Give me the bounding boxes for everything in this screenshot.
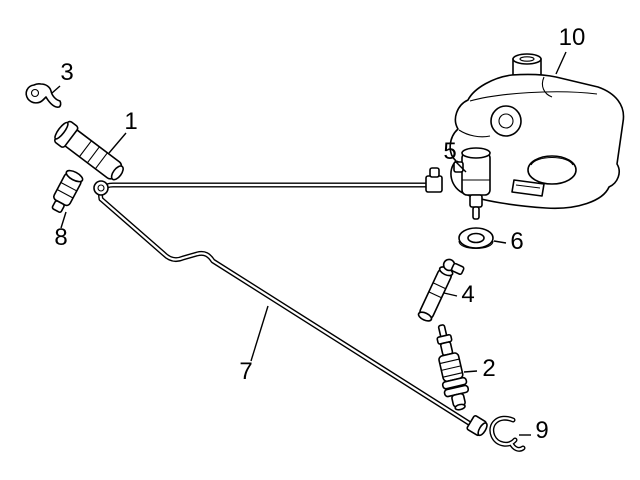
leader-2	[463, 370, 478, 373]
hose-icon	[98, 182, 475, 428]
washer-jet-icon	[54, 120, 124, 196]
callout-label-3: 3	[60, 59, 73, 86]
callout-label-1: 1	[124, 108, 137, 135]
grommet-icon	[458, 227, 494, 250]
hose-connector-top-icon	[425, 167, 443, 193]
callout-leaders	[51, 51, 567, 436]
callout-label-10: 10	[559, 24, 586, 51]
hose-connector-bottom-icon	[466, 415, 488, 437]
callout-label-8: 8	[54, 224, 67, 251]
leader-4	[443, 292, 458, 297]
callout-label-2: 2	[482, 355, 495, 382]
washer-pump-icon	[453, 147, 491, 220]
sleeve-grommet-icon	[51, 169, 84, 213]
leader-7	[250, 305, 269, 362]
hose-connector-icon	[417, 258, 465, 322]
callout-label-5: 5	[443, 138, 456, 165]
leader-10	[555, 51, 567, 75]
leader-5	[455, 161, 467, 173]
callout-label-7: 7	[239, 358, 252, 385]
washer-reservoir-icon	[449, 53, 625, 210]
leader-1	[108, 132, 127, 154]
retainer-clip-icon	[489, 415, 526, 452]
callout-label-6: 6	[510, 228, 523, 255]
callout-label-4: 4	[461, 281, 474, 308]
leader-6	[493, 240, 507, 244]
clip-icon	[25, 83, 62, 108]
leader-3	[51, 85, 61, 94]
leader-8	[60, 211, 67, 229]
telescopic-nozzle-icon	[436, 324, 470, 411]
callout-labels: 1 2 3 4 5 6 7 8 9 10	[54, 24, 585, 444]
callout-label-9: 9	[535, 417, 548, 444]
